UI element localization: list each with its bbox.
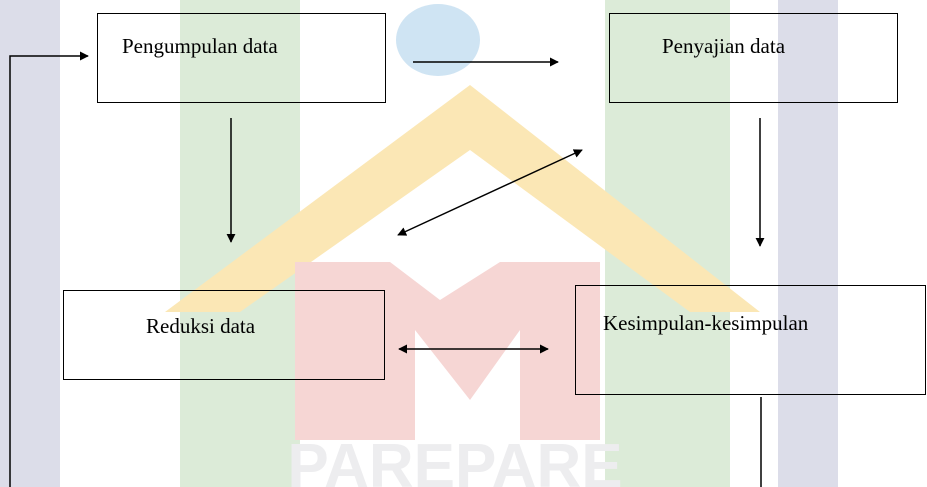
feedback-line-to-collection bbox=[9, 51, 89, 487]
node-penyajian-data-label: Penyajian data bbox=[662, 34, 786, 58]
node-kesimpulan-label: Kesimpulan-kesimpulan bbox=[603, 311, 809, 335]
watermark-stripe-right bbox=[778, 0, 838, 487]
watermark-globe bbox=[396, 4, 480, 76]
node-pengumpulan-data-label: Pengumpulan data bbox=[122, 34, 278, 58]
node-reduksi-data-label: Reduksi data bbox=[146, 314, 256, 338]
node-penyajian-data: Penyajian data bbox=[609, 13, 898, 103]
node-kesimpulan: Kesimpulan-kesimpulan bbox=[575, 285, 926, 395]
node-pengumpulan-data: Pengumpulan data bbox=[97, 13, 386, 103]
watermark-roof bbox=[165, 85, 760, 312]
watermark-text: PAREPARE bbox=[287, 432, 622, 487]
arrow-display-reduction-bidirectional bbox=[397, 149, 583, 236]
node-reduksi-data: Reduksi data bbox=[63, 290, 385, 380]
